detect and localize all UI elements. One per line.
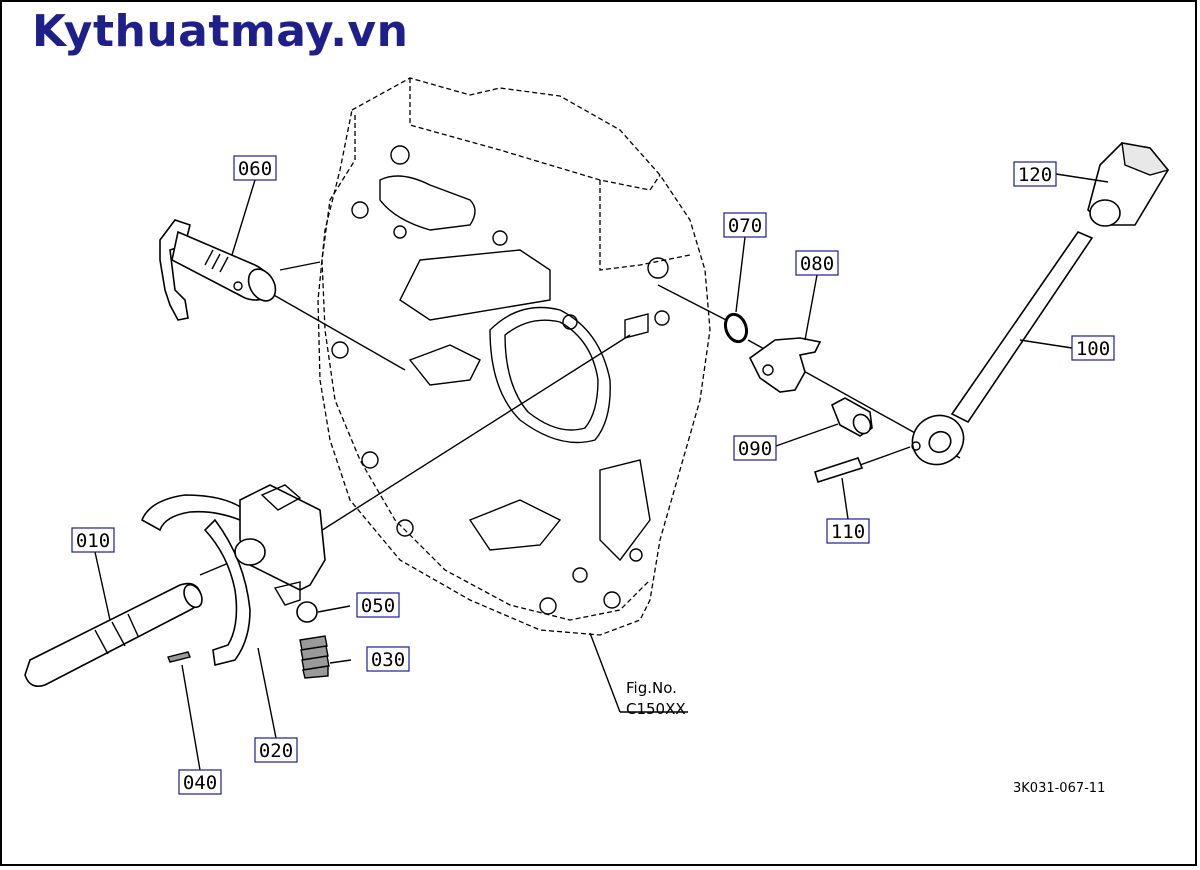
callout-050: 050 bbox=[356, 592, 400, 618]
callout-090-label: 090 bbox=[738, 438, 772, 460]
callout-040-label: 040 bbox=[183, 772, 217, 794]
callout-090: 090 bbox=[733, 435, 777, 461]
transmission-housing bbox=[317, 77, 711, 636]
callout-010: 010 bbox=[71, 527, 115, 553]
callout-070: 070 bbox=[723, 212, 767, 238]
callout-120: 120 bbox=[1013, 161, 1057, 187]
callout-110: 110 bbox=[826, 518, 870, 544]
brand-logo-text: Kythuatmay.vn bbox=[32, 6, 409, 57]
callout-100: 100 bbox=[1071, 335, 1115, 361]
callout-030-label: 030 bbox=[371, 649, 405, 671]
drawing-code: 3K031-067-11 bbox=[1013, 781, 1105, 796]
callout-100-label: 100 bbox=[1076, 338, 1110, 360]
callout-020-label: 020 bbox=[259, 740, 293, 762]
callout-120-label: 120 bbox=[1018, 164, 1052, 186]
callout-070-label: 070 bbox=[728, 215, 762, 237]
part-050-ball bbox=[296, 601, 318, 623]
part-090-bolt bbox=[830, 397, 873, 437]
part-030-spring bbox=[299, 635, 330, 679]
callout-080-label: 080 bbox=[800, 253, 834, 275]
callout-060-label: 060 bbox=[238, 158, 272, 180]
figure-number-value: C150XX bbox=[626, 700, 686, 718]
callout-030: 030 bbox=[366, 646, 410, 672]
callout-010-label: 010 bbox=[76, 530, 110, 552]
part-020-shift-fork bbox=[140, 484, 326, 666]
part-040-pin bbox=[167, 651, 191, 663]
part-010-shift-rod bbox=[24, 582, 203, 688]
leader-lines bbox=[94, 173, 1109, 771]
figure-number-label: Fig.No. bbox=[626, 679, 677, 697]
part-080-plate bbox=[748, 337, 822, 393]
part-100-lever bbox=[911, 231, 1094, 466]
callout-040: 040 bbox=[178, 769, 222, 795]
callout-020: 020 bbox=[254, 737, 298, 763]
part-070-o-ring bbox=[723, 312, 749, 344]
callout-110-label: 110 bbox=[831, 521, 865, 543]
callout-060: 060 bbox=[233, 155, 277, 181]
part-060-shift-lever bbox=[159, 219, 277, 321]
part-120-knob bbox=[1087, 142, 1170, 227]
callout-080: 080 bbox=[795, 250, 839, 276]
part-110-spring-pin bbox=[814, 457, 864, 484]
callout-050-label: 050 bbox=[361, 595, 395, 617]
